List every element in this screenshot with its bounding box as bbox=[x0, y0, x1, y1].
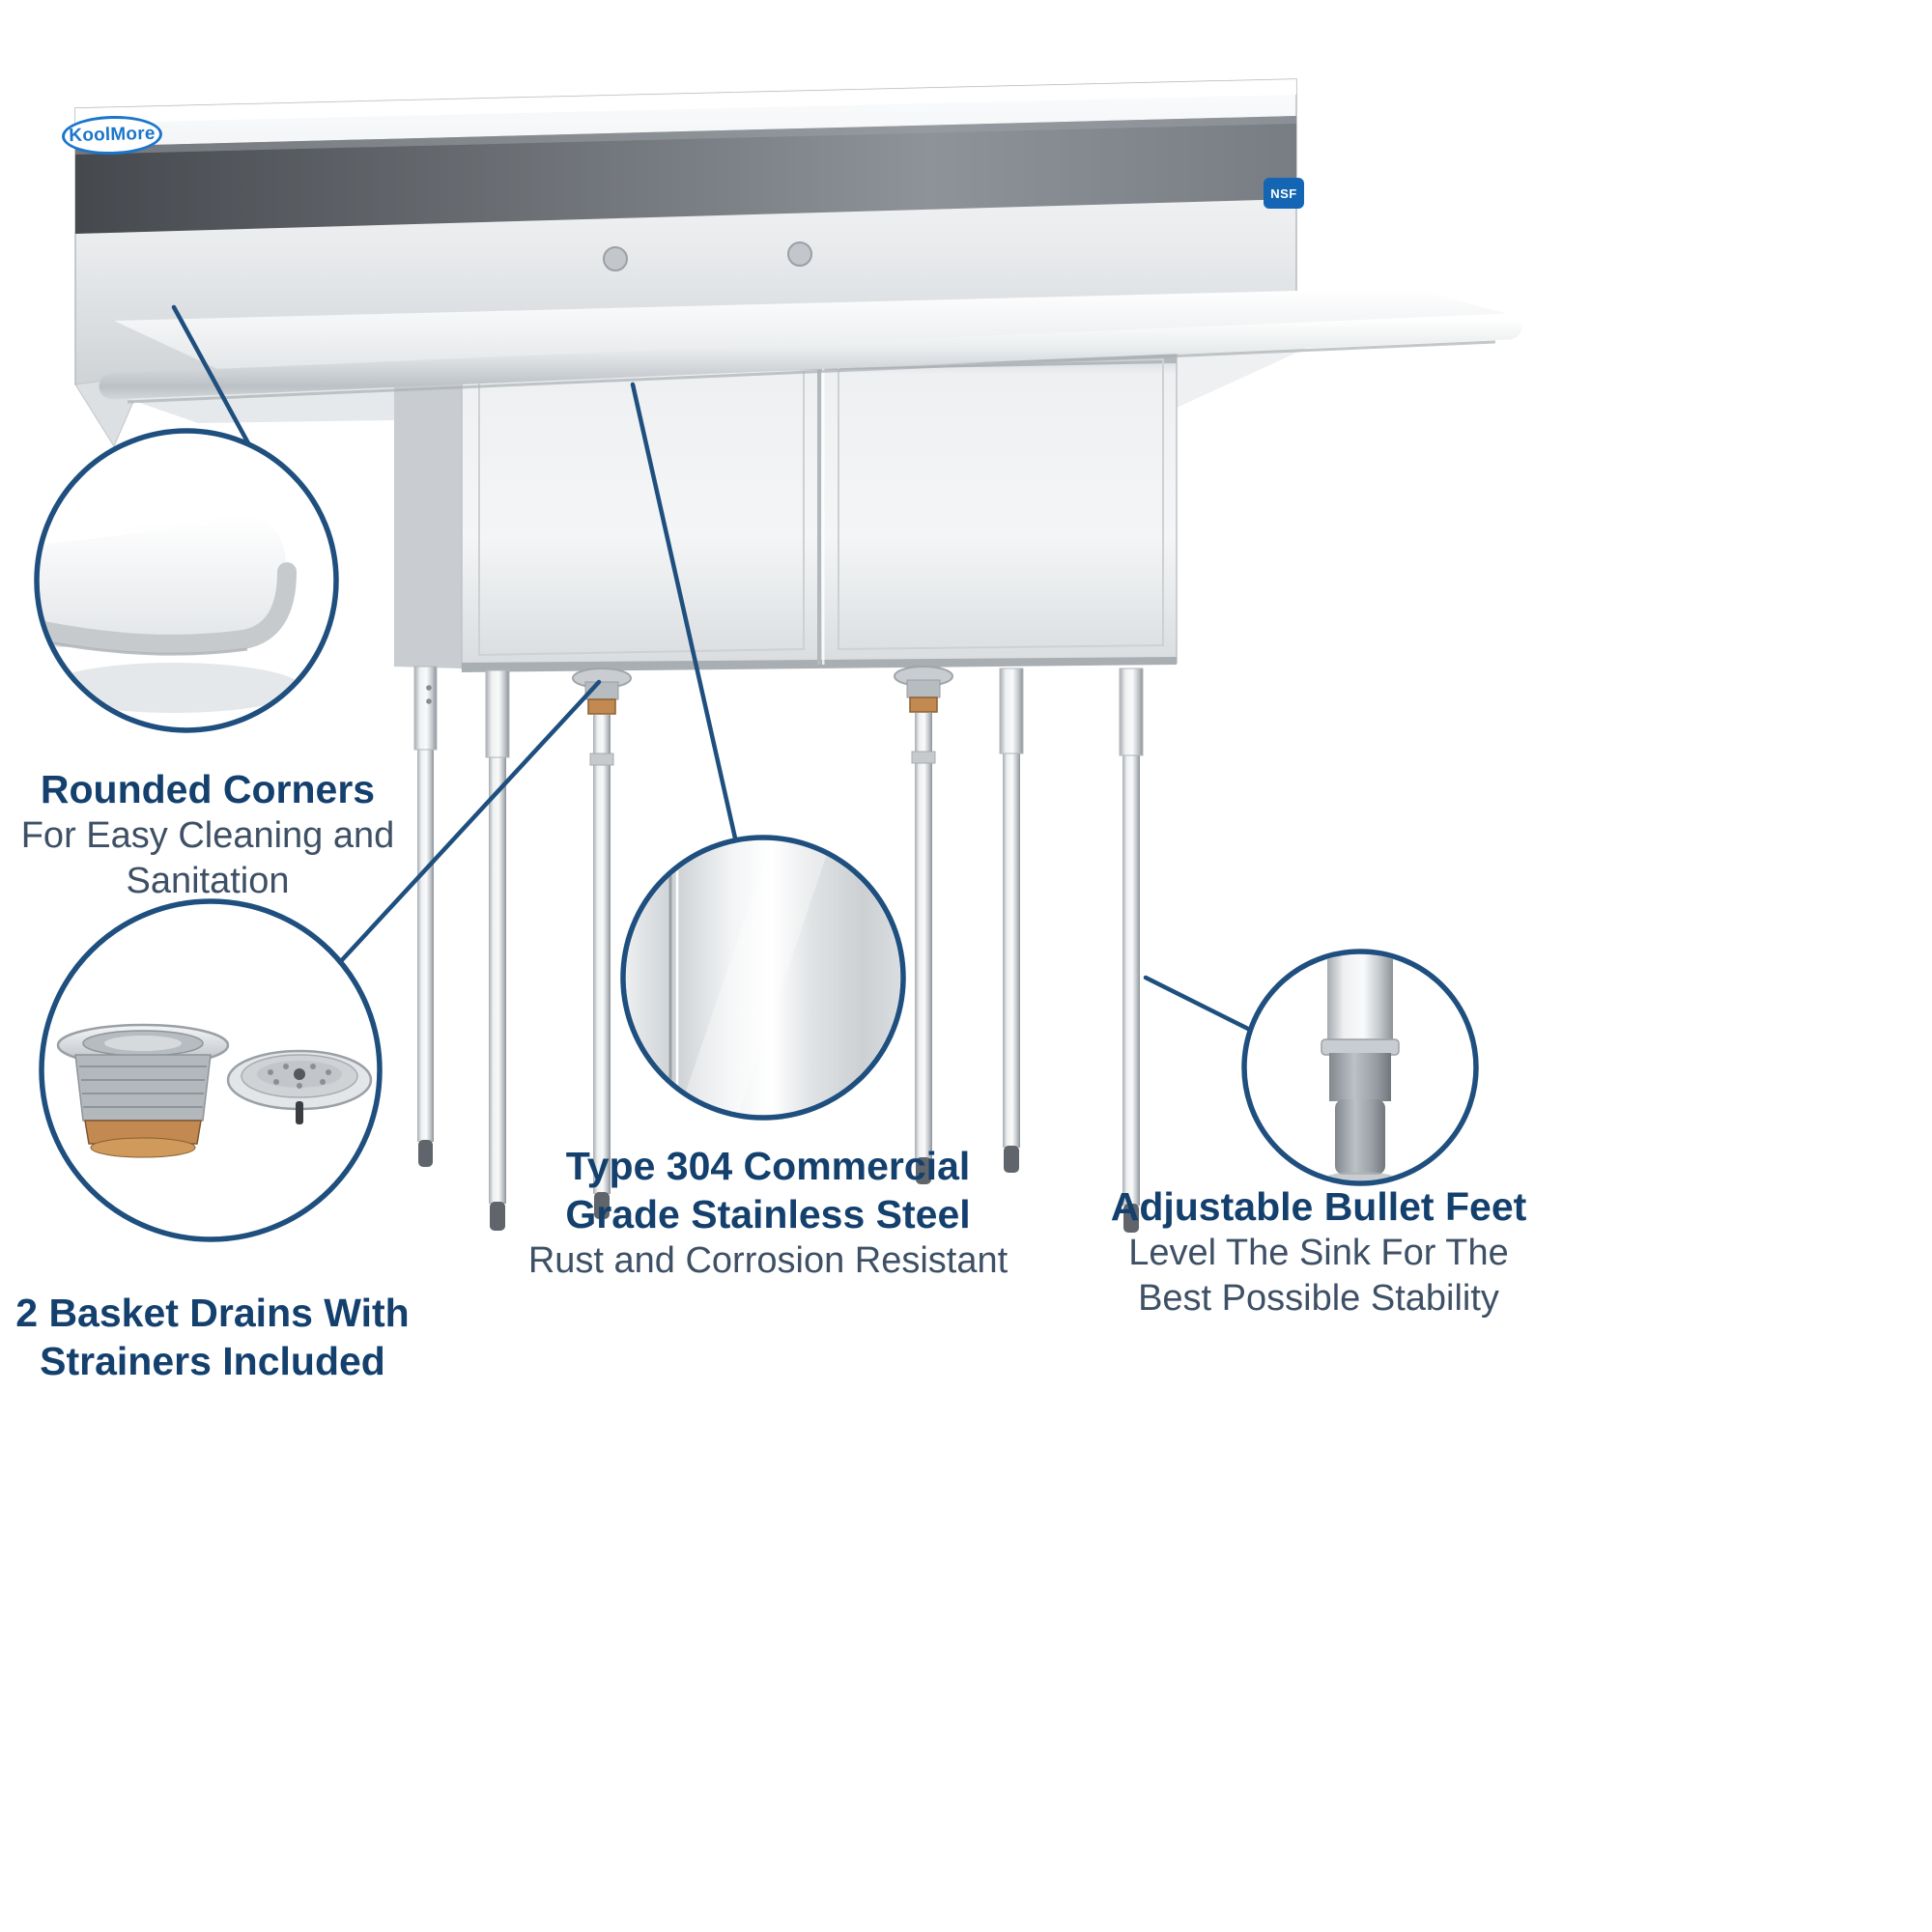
strainer-basket-part bbox=[226, 1049, 373, 1124]
bullet-foot bbox=[418, 1140, 433, 1167]
leader-lines bbox=[171, 304, 1257, 1035]
drain-fittings bbox=[572, 666, 953, 715]
counter-top bbox=[99, 288, 1522, 404]
leader-line-bullet-feet bbox=[1143, 975, 1257, 1035]
bullet-foot bbox=[594, 1192, 610, 1219]
leader-line-basket-drains bbox=[337, 679, 602, 965]
stainless-title-line1: Type 304 Commercial bbox=[565, 1144, 971, 1188]
nsf-badge-text: NSF bbox=[1270, 185, 1297, 201]
drain-left bbox=[572, 668, 632, 715]
basket-drains-title-line1: 2 Basket Drains With bbox=[15, 1291, 410, 1335]
basin-divider-seam bbox=[817, 348, 821, 665]
callout-circle-stainless-steel bbox=[620, 835, 906, 1121]
rounded-corners-body-line2: Sanitation bbox=[126, 861, 290, 901]
rounded-corners-body-line1: For Easy Cleaning and bbox=[20, 815, 395, 856]
callout-text-basket-drains: 2 Basket Drains With Strainers Included bbox=[0, 1289, 425, 1385]
bullet-foot bbox=[1004, 1146, 1019, 1173]
faucet-mount-hole-right bbox=[787, 242, 812, 267]
bullet-foot bbox=[916, 1157, 931, 1184]
drain-right bbox=[894, 666, 953, 713]
rounded-corners-title: Rounded Corners bbox=[40, 767, 376, 811]
callout-text-rounded-corners: Rounded Corners For Easy Cleaning and Sa… bbox=[5, 765, 411, 904]
backsplash-panel bbox=[74, 78, 1297, 448]
bullet-feet-body-line1: Level The Sink For The bbox=[1128, 1233, 1509, 1273]
callout-circle-bullet-feet bbox=[1241, 949, 1479, 1186]
bullet-feet-title: Adjustable Bullet Feet bbox=[1110, 1184, 1527, 1229]
callout-text-bullet-feet: Adjustable Bullet Feet Level The Sink Fo… bbox=[1087, 1182, 1550, 1321]
bullet-foot bbox=[1123, 1204, 1139, 1233]
bullet-foot bbox=[490, 1202, 505, 1231]
drain-flange-part bbox=[56, 1023, 230, 1158]
faucet-mount-hole-left bbox=[603, 246, 628, 271]
counter-front-edge bbox=[99, 313, 1522, 400]
nsf-badge: NSF bbox=[1264, 178, 1304, 209]
callout-circle-basket-drains bbox=[39, 898, 383, 1242]
sink-body bbox=[394, 341, 1178, 672]
stainless-body: Rust and Corrosion Resistant bbox=[527, 1240, 1009, 1281]
legs bbox=[413, 666, 1144, 1233]
callout-circle-rounded-corners bbox=[34, 428, 339, 733]
leader-line-stainless-steel bbox=[630, 382, 739, 845]
koolmore-logo-text: KoolMore bbox=[69, 123, 156, 147]
stainless-title-line2: Grade Stainless Steel bbox=[565, 1192, 971, 1236]
leader-line-rounded-corners bbox=[171, 304, 256, 455]
basket-drains-title-line2: Strainers Included bbox=[40, 1339, 385, 1383]
bullet-feet-body-line2: Best Possible Stability bbox=[1138, 1278, 1499, 1319]
callout-text-stainless-steel: Type 304 Commercial Grade Stainless Stee… bbox=[526, 1142, 1009, 1284]
